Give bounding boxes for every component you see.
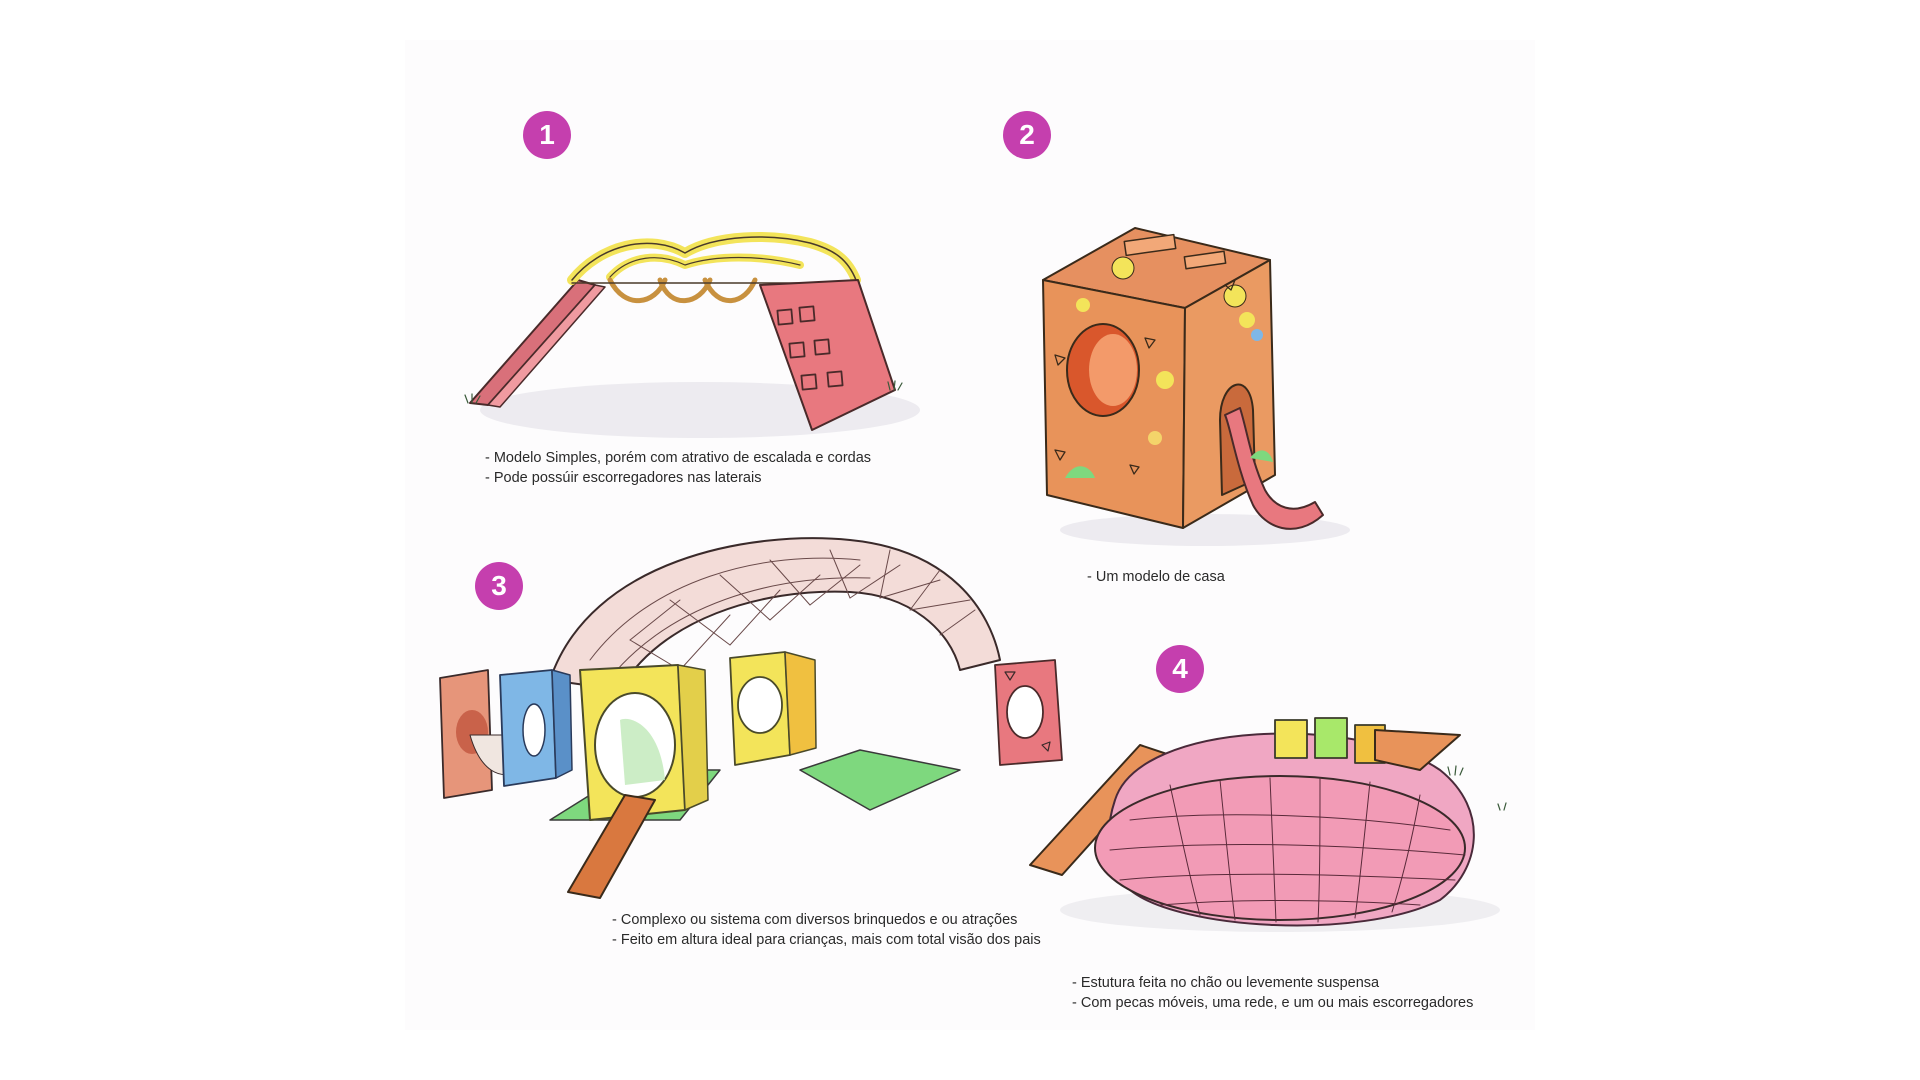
net-dome-sketch bbox=[1029, 717, 1507, 932]
concept-4-number-badge: 4 bbox=[1156, 645, 1204, 693]
concept-3-note: - Feito em altura ideal para crianças, m… bbox=[612, 932, 1041, 948]
concept-3-note: - Complexo ou sistema com diversos brinq… bbox=[612, 912, 1018, 928]
concept-2-note: - Um modelo de casa bbox=[1087, 569, 1225, 585]
concept-2-notes: - Um modelo de casa bbox=[1087, 567, 1225, 587]
concept-3-notes: - Complexo ou sistema com diversos brinq… bbox=[612, 910, 1041, 950]
concept-1-note: - Modelo Simples, porém com atrativo de … bbox=[485, 450, 872, 466]
concept-2-number-badge: 2 bbox=[1003, 111, 1051, 159]
tunnel-complex-sketch bbox=[439, 537, 1063, 899]
concept-4-notes: - Estutura feita no chão ou levemente su… bbox=[1072, 973, 1473, 1013]
concept-4-note: - Estutura feita no chão ou levemente su… bbox=[1072, 975, 1380, 991]
house-cube-sketch bbox=[1042, 227, 1350, 546]
concept-4-note: - Com pecas móveis, uma rede, e um ou ma… bbox=[1072, 995, 1474, 1011]
concept-1-notes: - Modelo Simples, porém com atrativo de … bbox=[485, 448, 871, 488]
concept-1-number-badge: 1 bbox=[523, 111, 571, 159]
climbing-bridge-sketch bbox=[464, 232, 920, 438]
concept-3-number-badge: 3 bbox=[475, 562, 523, 610]
concept-1-note: - Pode possúir escorregadores nas latera… bbox=[485, 470, 762, 486]
